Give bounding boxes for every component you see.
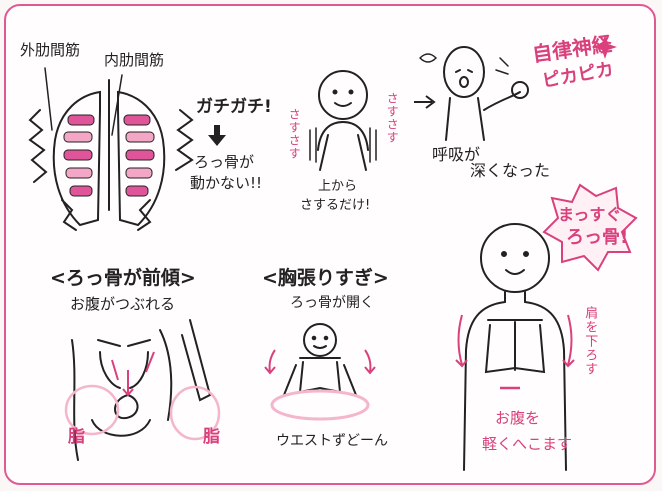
label-straight-2: ろっ骨!: [566, 227, 629, 248]
label-ribs-immobile-1: ろっ骨が: [194, 153, 255, 171]
label-rub-left: さすさす: [287, 108, 302, 160]
label-rub-right: さすさす: [385, 92, 400, 144]
label-ribs-immobile-2: 動かない!!: [190, 174, 263, 192]
label-belly-1: お腹を: [495, 409, 541, 427]
label-rub-caption-2: さするだけ!: [300, 198, 371, 213]
down-arrow-icon: [208, 125, 226, 146]
rib-bars: [63, 114, 155, 197]
forward-lean-title: <ろっ骨が前傾>: [50, 267, 196, 289]
label-belly-2: 軽くへこます: [482, 435, 573, 453]
chest-out-figure: [283, 323, 357, 396]
ribcage-diagram: [28, 67, 194, 231]
starburst-badge: [542, 183, 638, 272]
label-breathing-1: 呼吸が: [432, 145, 481, 164]
shoulder-arrows: [455, 314, 575, 390]
fat-circles: [64, 384, 221, 441]
breathing-figure: [419, 46, 529, 141]
chest-arrows: [264, 349, 376, 375]
waist-ellipse: [270, 389, 370, 421]
good-posture-figure: [463, 223, 567, 471]
sparkle-icon: [593, 35, 617, 59]
label-straight-1: まっすぐ: [558, 205, 622, 224]
label-waist: ウエストずどーん: [276, 433, 388, 449]
label-fat-right: 脂: [203, 427, 220, 447]
forward-lean-figure: [71, 319, 212, 461]
right-arrow-icon: [414, 95, 436, 109]
label-fat-left: 脂: [68, 427, 85, 447]
label-tense: ガチガチ!: [196, 97, 272, 117]
label-shoulder-down: 肩を下ろす: [582, 306, 598, 376]
forward-lean-subtitle: お腹がつぶれる: [70, 295, 176, 313]
chest-out-title: <胸張りすぎ>: [262, 267, 389, 289]
illustration-frame: [4, 4, 656, 485]
chest-out-subtitle: ろっ骨が開く: [290, 295, 374, 311]
label-breathing-2: 深くなった: [470, 161, 551, 180]
rubbing-figure: [309, 70, 377, 171]
pressure-arrows: [111, 351, 155, 397]
label-external-intercostal: 外肋間筋: [20, 41, 81, 59]
label-internal-intercostal: 内肋間筋: [104, 51, 165, 69]
label-rub-caption-1: 上から: [318, 179, 358, 194]
